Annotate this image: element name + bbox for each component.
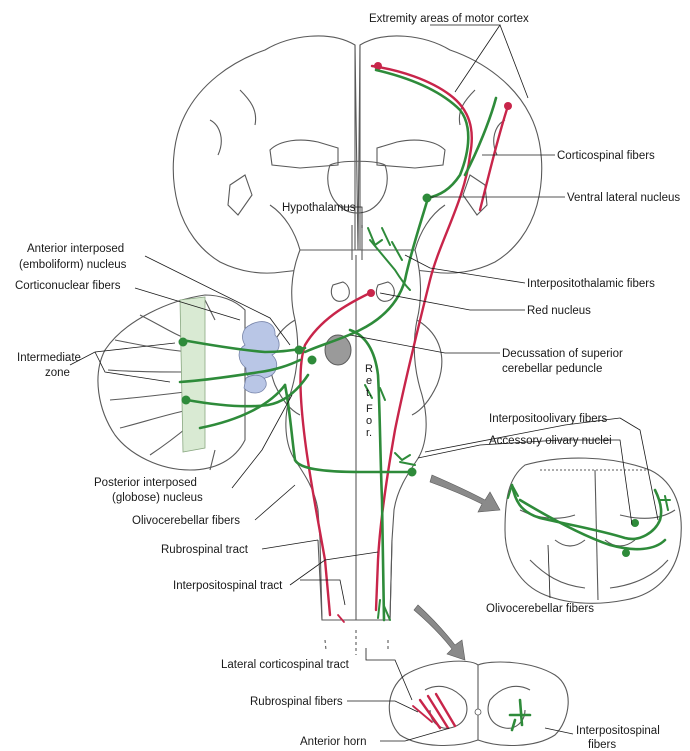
label-interpositothalamic-fibers: Interpositothalamic fibers [527, 278, 655, 290]
brainstem [270, 225, 442, 655]
label-rubrospinal-tract: Rubrospinal tract [161, 544, 249, 556]
label-lateral-corticospinal-tract: Lateral corticospinal tract [221, 659, 350, 671]
section-arrows [414, 475, 500, 660]
red-nucleus-dot [367, 289, 375, 297]
label-intermediate-zone-2: zone [45, 367, 70, 379]
label-anterior-horn: Anterior horn [300, 736, 366, 748]
label-interpositospinal-tract: Interpositospinal tract [173, 580, 283, 592]
label-corticonuclear-fibers: Corticonuclear fibers [15, 280, 121, 292]
label-accessory-olivary-nuclei: Accessory olivary nuclei [489, 435, 612, 447]
spinal-cord-section [389, 661, 568, 745]
label-interpositospinal-fibers-2: fibers [588, 739, 616, 751]
label-ret-for-3: t. [366, 387, 372, 399]
label-corticospinal-fibers: Corticospinal fibers [557, 150, 655, 162]
label-rubrospinal-fibers: Rubrospinal fibers [250, 696, 343, 708]
label-ret-for-2: e [366, 375, 372, 387]
ventral-lateral-dot [423, 194, 432, 203]
motor-cortex-dot-right [504, 102, 512, 110]
label-red-nucleus: Red nucleus [527, 305, 591, 317]
label-anterior-interposed-2: (emboliform) nucleus [19, 259, 127, 271]
label-posterior-interposed-2: (globose) nucleus [112, 492, 203, 504]
label-olivocerebellar-fibers-right: Olivocerebellar fibers [486, 603, 594, 615]
label-extremity-areas: Extremity areas of motor cortex [369, 13, 529, 25]
label-ret-for-6: r. [366, 427, 372, 439]
label-anterior-interposed-1: Anterior interposed [27, 243, 124, 255]
label-intermediate-zone-1: Intermediate [17, 352, 81, 364]
label-posterior-interposed-1: Posterior interposed [94, 477, 197, 489]
cerebrum [173, 36, 541, 273]
accessory-olive-dot [408, 468, 417, 477]
anterior-interposed-dot [295, 346, 304, 355]
label-ret-for-4: F [366, 403, 373, 415]
posterior-interposed-dot [308, 356, 317, 365]
motor-cortex-dot-left [374, 62, 382, 70]
label-ventral-lateral-nucleus: Ventral lateral nucleus [567, 192, 680, 204]
label-interpositoolivary-fibers: Interpositoolivary fibers [489, 413, 607, 425]
label-hypothalamus: Hypothalamus [282, 202, 356, 214]
label-olivocerebellar-fibers-left: Olivocerebellar fibers [132, 515, 240, 527]
label-interpositospinal-fibers-1: Interpositospinal [576, 725, 660, 737]
medulla-section-dot-1 [622, 549, 630, 557]
medulla-section-dot-2 [631, 519, 639, 527]
intermediate-zone-dot-1 [179, 338, 188, 347]
label-ret-for-5: o [366, 415, 372, 427]
label-decussation-2: cerebellar peduncle [502, 363, 602, 375]
label-ret-for-1: R [365, 363, 373, 375]
label-decussation-1: Decussation of superior [502, 348, 623, 360]
intermediate-zone-dot-2 [182, 396, 191, 405]
